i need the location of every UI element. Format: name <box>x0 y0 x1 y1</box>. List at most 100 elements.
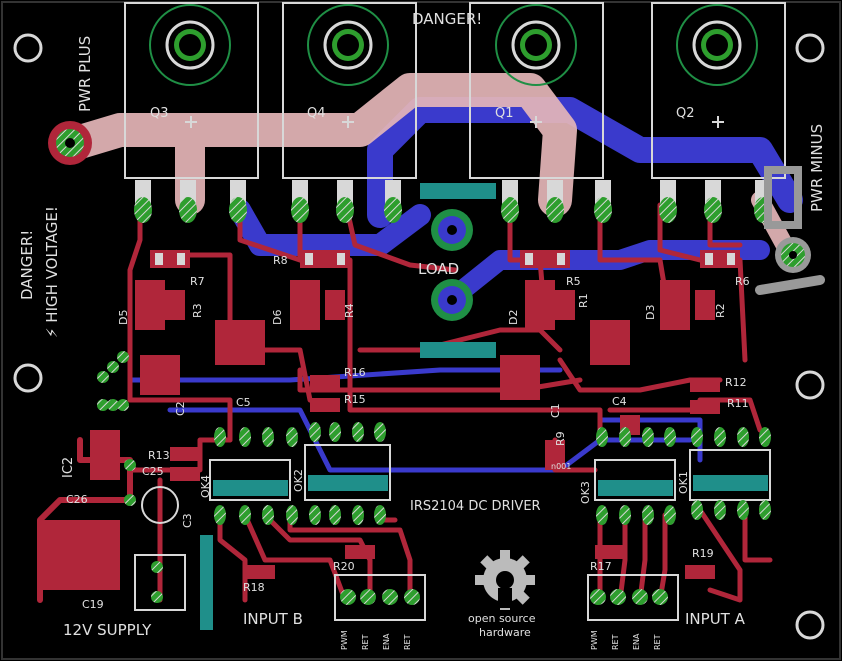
c4-label: C4 <box>612 395 627 408</box>
opto-pad <box>214 505 226 525</box>
transistor-outlines <box>124 2 786 179</box>
load-label: LOAD <box>418 260 460 278</box>
c5-label: C5 <box>236 396 251 409</box>
ic-packages <box>40 320 771 630</box>
q2-label: Q2 <box>676 106 695 121</box>
input-a-label: INPUT A <box>685 610 745 628</box>
connector-pin-label: RET <box>653 634 662 651</box>
origin-crosses <box>185 116 724 128</box>
q4-outline <box>282 2 417 179</box>
opto-pad <box>309 422 321 442</box>
driver-title: IRS2104 DC DRIVER <box>410 499 541 514</box>
opto-pad <box>352 422 364 442</box>
opto-pad <box>286 427 298 447</box>
opto-pad <box>596 505 608 525</box>
connector-pin-label: RET <box>611 634 620 651</box>
load-terminals <box>420 183 496 358</box>
opto-pad <box>691 500 703 520</box>
connector-pin-label: PWM <box>340 630 349 650</box>
q3-outline <box>124 2 259 179</box>
r1-label: R1 <box>577 293 590 308</box>
c25-label: C25 <box>142 465 164 478</box>
r3-label: R3 <box>191 303 204 318</box>
c2-label: C2 <box>174 401 187 416</box>
r9-label: R9 <box>554 431 567 446</box>
oshw-line2: hardware <box>479 626 531 639</box>
input-connectors <box>334 574 679 621</box>
ic2-label: IC2 <box>61 456 76 478</box>
small-pad <box>124 459 136 471</box>
r7-label: R7 <box>190 275 205 288</box>
c19-label: C19 <box>82 598 104 611</box>
opto-pad <box>737 427 749 447</box>
opto-pad <box>759 427 771 447</box>
small-pad <box>124 494 136 506</box>
r8-label: R8 <box>273 254 288 267</box>
r17-label: R17 <box>590 560 612 573</box>
r11-label: R11 <box>727 397 749 410</box>
connector-pad <box>632 589 648 605</box>
q3-label: Q3 <box>150 106 169 121</box>
opto-pad <box>239 427 251 447</box>
pwr-plus-terminal <box>48 121 92 165</box>
d5-label: D5 <box>117 309 130 325</box>
power-minus-trace <box>755 275 825 295</box>
board-mounting-holes <box>13 33 825 640</box>
q4-label: Q4 <box>307 106 326 121</box>
opto-pad <box>664 427 676 447</box>
top-copper-layer <box>37 197 773 603</box>
q2-outline <box>651 2 786 179</box>
r6-label: R6 <box>735 275 750 288</box>
opto-pad <box>352 505 364 525</box>
r19-label: R19 <box>692 547 714 560</box>
opto-pad <box>596 427 608 447</box>
opto-pad <box>374 505 386 525</box>
small-pad <box>117 399 129 411</box>
opto-pad <box>619 505 631 525</box>
opto-pad <box>309 505 321 525</box>
connector-pad <box>590 589 606 605</box>
connector-pin-label: RET <box>403 634 412 651</box>
ok2-label: OK2 <box>292 469 305 492</box>
opto-pad <box>619 427 631 447</box>
d3-label: D3 <box>644 304 657 320</box>
transistor-mounting-holes <box>149 4 758 86</box>
small-pad <box>151 591 163 603</box>
small-pad <box>117 351 129 363</box>
supply-label: 12V SUPPLY <box>63 621 152 639</box>
r2-label: R2 <box>714 303 727 318</box>
c3-label: C3 <box>181 513 194 528</box>
connector-pin-label: ENA <box>382 633 391 650</box>
connector-pad <box>404 589 420 605</box>
pwr-minus-label: PWR MINUS <box>808 123 826 212</box>
small-pad <box>107 399 119 411</box>
opto-pad <box>737 500 749 520</box>
opto-pad <box>642 505 654 525</box>
d2-label: D2 <box>507 309 520 325</box>
opto-pad <box>759 500 771 520</box>
smd-resistors <box>135 250 740 579</box>
opto-pad <box>262 427 274 447</box>
c1-label: C1 <box>549 403 562 418</box>
oshw-logo <box>475 550 535 610</box>
opto-pad <box>239 505 251 525</box>
r20-label: R20 <box>333 560 355 573</box>
q1-outline <box>469 2 604 179</box>
opto-pad <box>329 505 341 525</box>
ok4-label: OK4 <box>199 475 212 498</box>
small-pad <box>151 561 163 573</box>
r4-label: R4 <box>343 303 356 318</box>
n001-label: n001 <box>551 462 572 471</box>
connector-pad <box>360 589 376 605</box>
r12-label: R12 <box>725 376 747 389</box>
input-b-label: INPUT B <box>243 610 303 628</box>
opto-pad <box>642 427 654 447</box>
opto-pad <box>329 422 341 442</box>
connector-pin-label: ENA <box>632 633 641 650</box>
opto-pad <box>214 427 226 447</box>
high-voltage-label: ⚡ HIGH VOLTAGE! <box>43 206 61 338</box>
opto-pad <box>714 500 726 520</box>
opto-pad <box>691 427 703 447</box>
